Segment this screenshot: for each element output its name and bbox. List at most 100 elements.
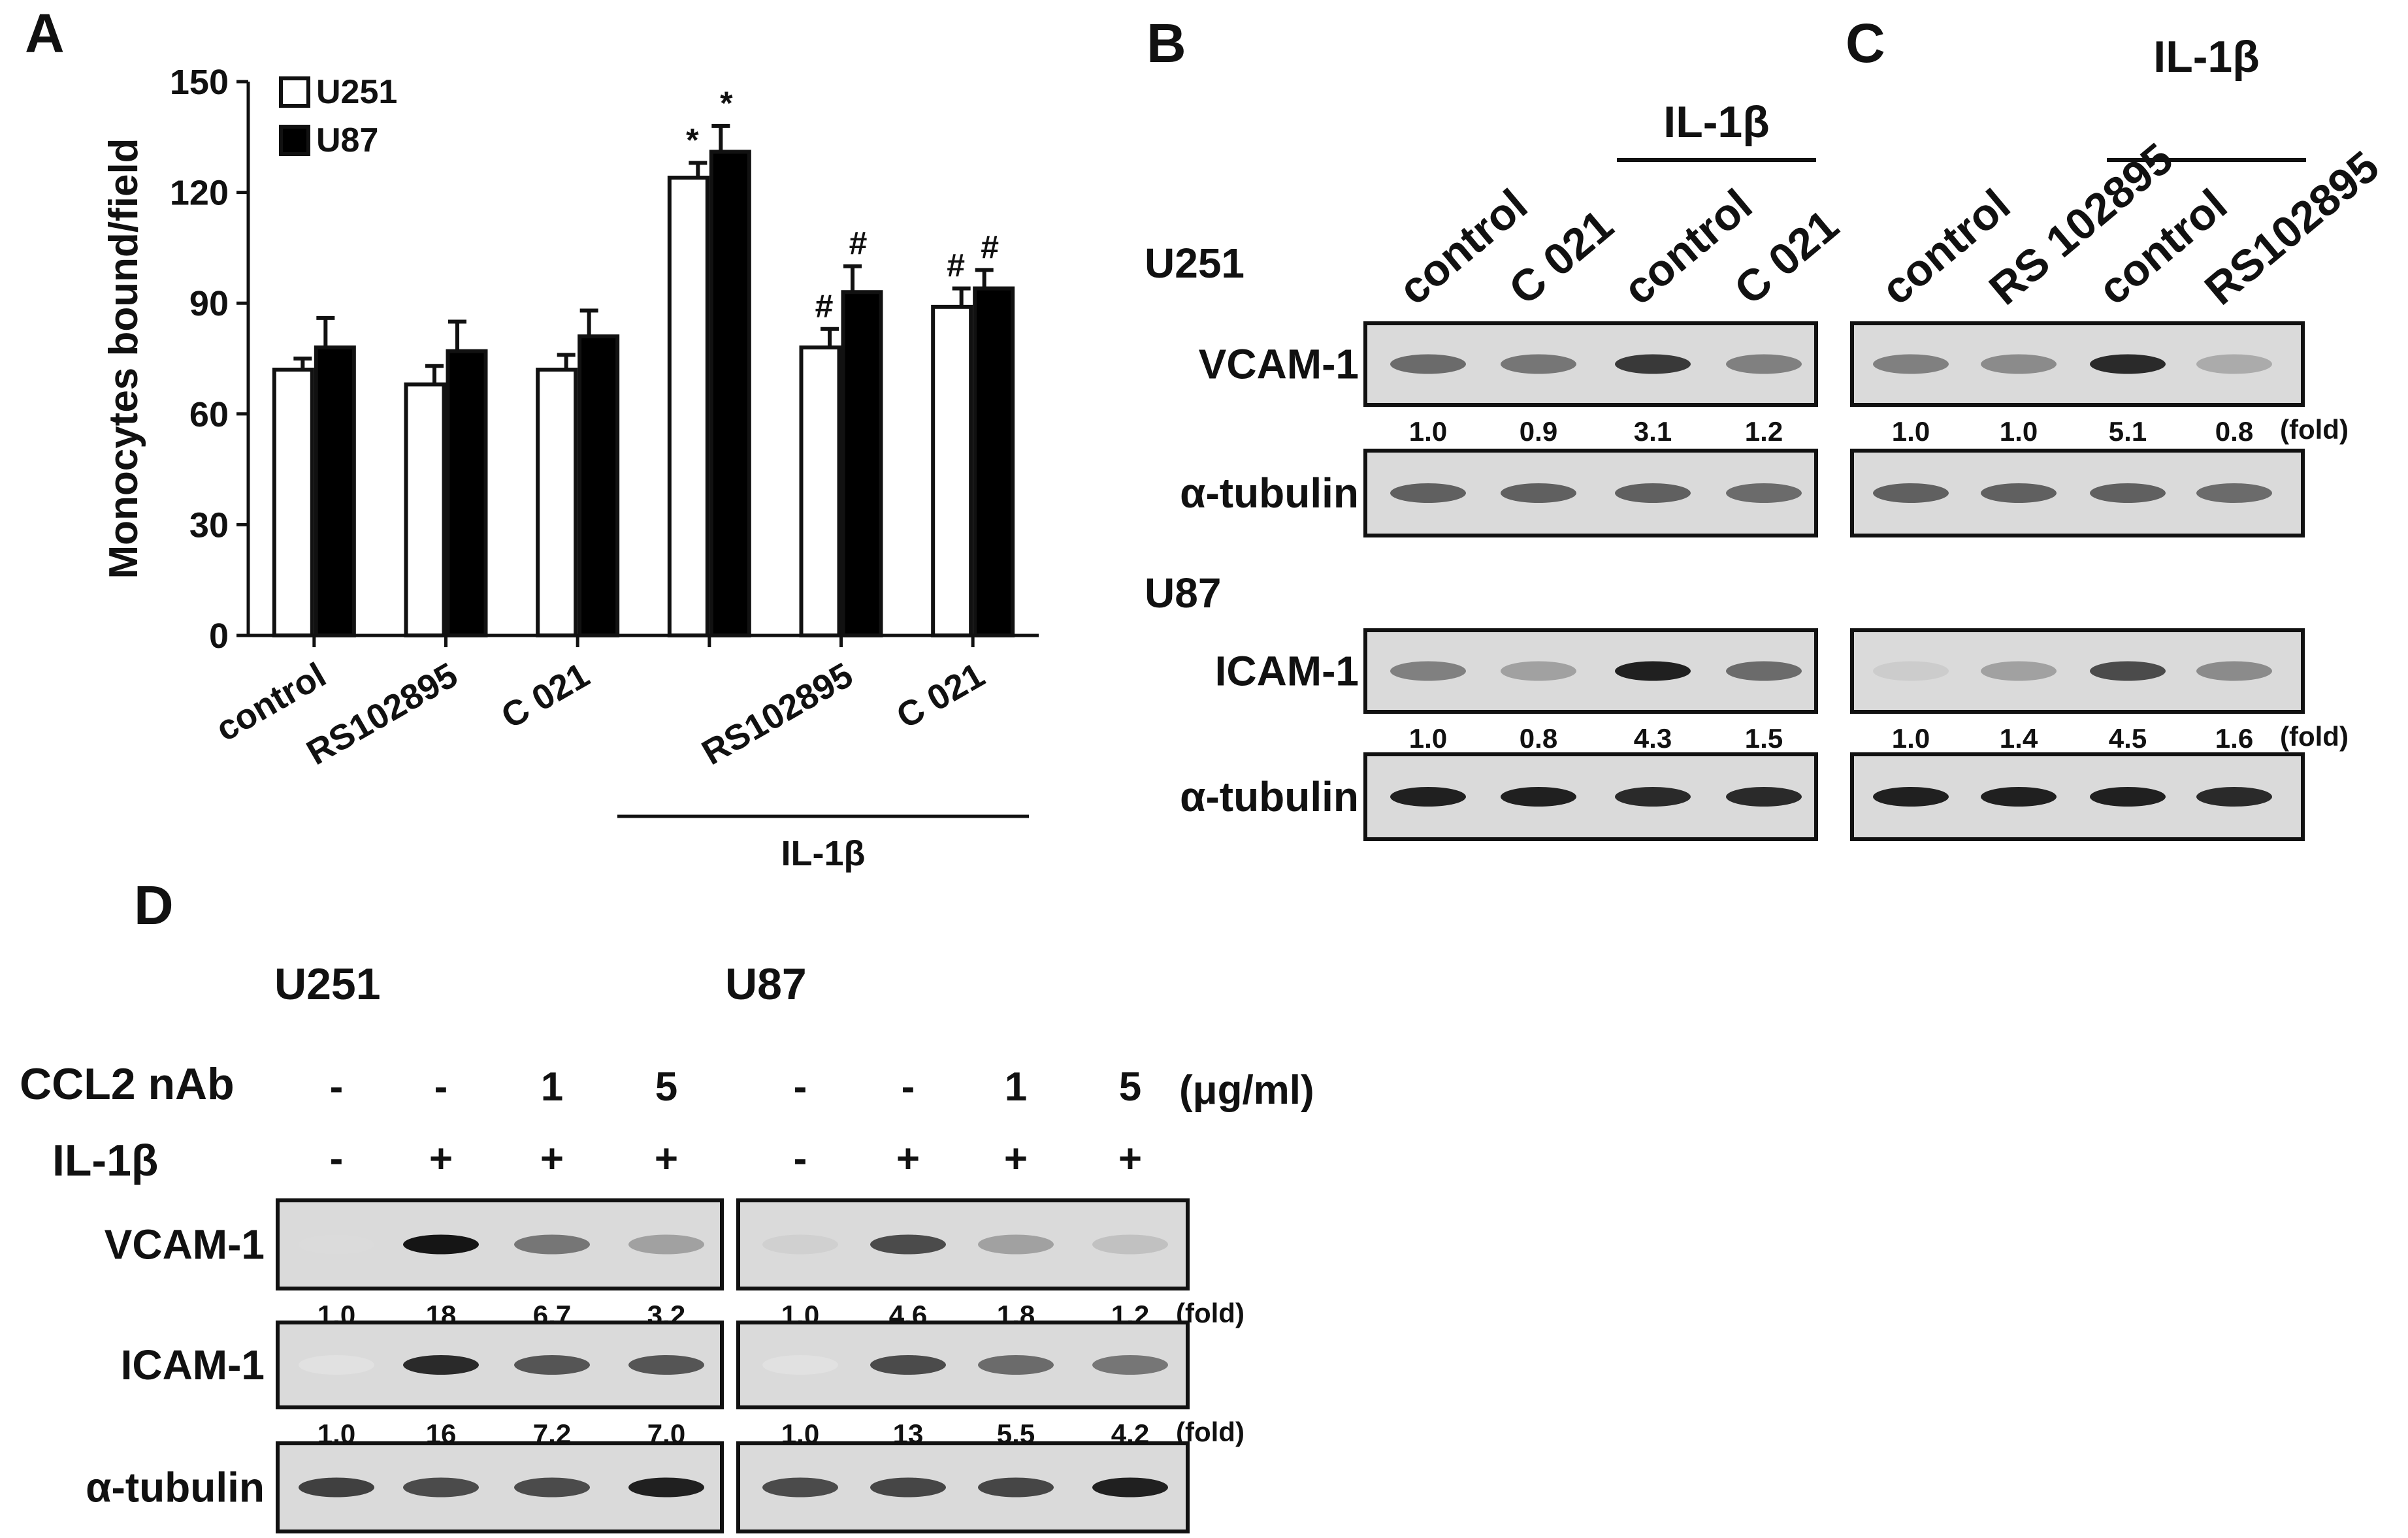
protein-band <box>870 1355 946 1375</box>
fold-value: 4.3 <box>1634 723 1672 754</box>
protein-band <box>2196 354 2272 374</box>
il1b-treatment-value: + <box>896 1136 920 1181</box>
fold-value: 1.6 <box>2215 723 2253 754</box>
protein-band <box>403 1234 479 1255</box>
fold-unit: (fold) <box>2280 414 2349 445</box>
ccl2-dose-value: - <box>794 1065 807 1110</box>
fold-value: 1.0 <box>1892 723 1930 754</box>
dose-unit: (μg/ml) <box>1179 1068 1314 1113</box>
protein-band <box>978 1355 1054 1375</box>
protein-band <box>1092 1234 1168 1255</box>
cell-line-label-u251: U251 <box>1145 240 1245 287</box>
protein-band <box>1726 787 1802 807</box>
group-label-il1b: IL-1β <box>781 834 866 873</box>
treatment-label-il1b: IL-1β <box>2153 32 2259 82</box>
protein-band <box>1981 787 2057 807</box>
protein-band <box>628 1477 704 1498</box>
fold-value: 0.8 <box>2215 416 2253 447</box>
protein-band <box>1615 661 1691 681</box>
significance-marker: * <box>720 85 733 121</box>
protein-band <box>2090 787 2166 807</box>
protein-band <box>1390 483 1466 503</box>
protein-band <box>1501 787 1576 807</box>
protein-band <box>2196 483 2272 503</box>
ccl2-nab-label: CCL2 nAb <box>20 1059 235 1109</box>
il1b-treatment-value: - <box>330 1136 344 1181</box>
bar-u251 <box>667 175 709 637</box>
legend-label-u251: U251 <box>316 73 397 111</box>
protein-band <box>2196 661 2272 681</box>
protein-band <box>1981 483 2057 503</box>
fold-value: 1.0 <box>1409 416 1447 447</box>
fold-value: 5.1 <box>2109 416 2147 447</box>
protein-band <box>403 1477 479 1498</box>
protein-band <box>1092 1355 1168 1375</box>
panel-letter-d: D <box>134 874 174 936</box>
significance-marker: * <box>686 121 699 158</box>
row-label: VCAM-1 <box>1199 341 1359 388</box>
panel-letter-b: B <box>1147 12 1186 74</box>
protein-band <box>1390 787 1466 807</box>
protein-band <box>1981 354 2057 374</box>
protein-band <box>870 1234 946 1255</box>
fold-value: 1.0 <box>1892 416 1930 447</box>
fold-value: 1.2 <box>1745 416 1783 447</box>
protein-band <box>1501 661 1576 681</box>
protein-band <box>2090 354 2166 374</box>
protein-band <box>762 1234 838 1255</box>
significance-marker: # <box>849 225 868 262</box>
protein-band <box>514 1477 590 1498</box>
ccl2-dose-value: 5 <box>655 1065 677 1110</box>
protein-band <box>1615 354 1691 374</box>
lane-label: RS102895 <box>2196 142 2388 315</box>
bar-u251 <box>536 367 578 638</box>
cell-line-label-u87: U87 <box>1145 569 1221 617</box>
significance-marker: # <box>815 288 834 325</box>
bar-u87 <box>709 150 751 637</box>
protein-band <box>299 1234 374 1255</box>
x-category-label: RS102895 <box>300 655 464 773</box>
protein-band <box>978 1477 1054 1498</box>
il1b-treatment-value: - <box>794 1136 807 1181</box>
protein-band <box>762 1477 838 1498</box>
protein-band <box>1873 787 1949 807</box>
legend-swatch-u251 <box>279 76 310 108</box>
x-category-label: C 021 <box>495 655 596 736</box>
bar-u251 <box>404 382 446 637</box>
protein-band <box>514 1355 590 1375</box>
il1b-treatment-value: + <box>655 1136 678 1181</box>
fold-value: 4.5 <box>2109 723 2147 754</box>
bar-u251 <box>931 304 973 637</box>
fold-value: 0.9 <box>1520 416 1557 447</box>
bar-u87 <box>446 349 488 638</box>
row-label: VCAM-1 <box>105 1221 265 1268</box>
row-label: ICAM-1 <box>121 1341 265 1388</box>
protein-band <box>1501 354 1576 374</box>
protein-band <box>2090 483 2166 503</box>
ccl2-dose-value: 5 <box>1119 1065 1141 1110</box>
protein-band <box>762 1355 838 1375</box>
protein-band <box>1726 354 1802 374</box>
significance-marker: # <box>981 229 999 265</box>
protein-band <box>1615 483 1691 503</box>
protein-band <box>628 1355 704 1375</box>
y-tick-label: 150 <box>170 63 229 102</box>
row-label: α-tubulin <box>1180 773 1359 820</box>
il1b-treatment-value: + <box>1004 1136 1028 1181</box>
y-tick-label: 60 <box>189 395 229 434</box>
fold-value: 0.8 <box>1520 723 1557 754</box>
fold-value: 1.0 <box>1409 723 1447 754</box>
il1b-treatment-value: + <box>429 1136 453 1181</box>
significance-marker: # <box>947 248 965 284</box>
protein-band <box>1390 354 1466 374</box>
cell-line-label-u251: U251 <box>274 959 381 1009</box>
protein-band <box>1981 661 2057 681</box>
bar-u87 <box>578 334 620 638</box>
protein-band <box>403 1355 479 1375</box>
protein-band <box>1873 661 1949 681</box>
protein-band <box>1873 354 1949 374</box>
